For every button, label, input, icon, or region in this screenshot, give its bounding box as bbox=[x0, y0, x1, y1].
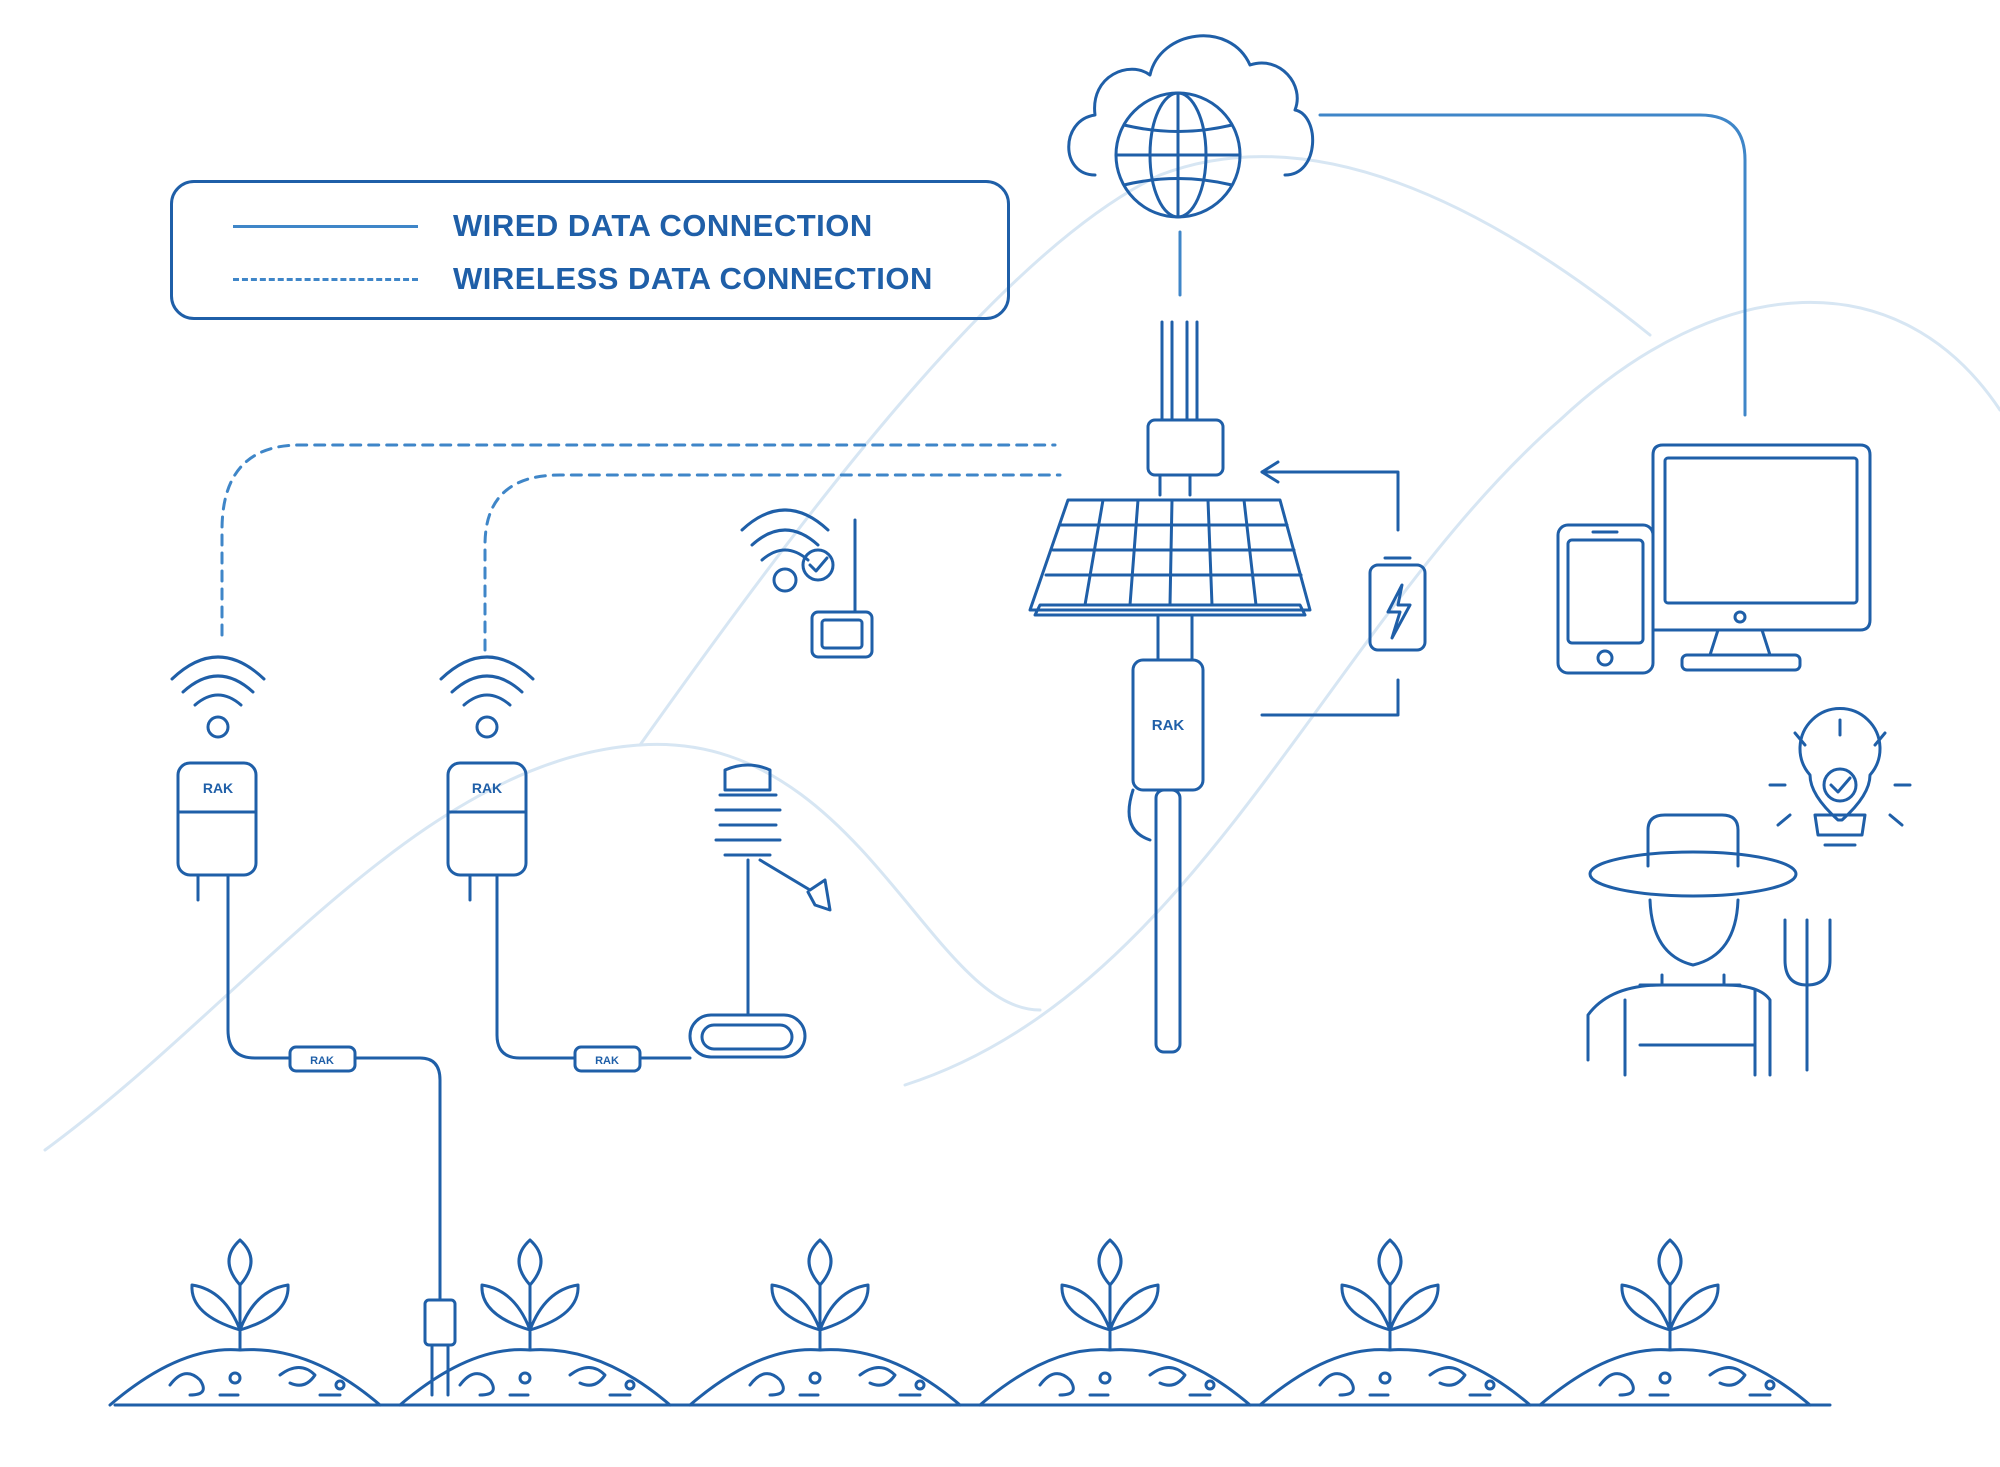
farmer-icon bbox=[1586, 813, 1798, 1077]
connector-2-label: RAK bbox=[595, 1055, 619, 1067]
plant-row bbox=[108, 1238, 1832, 1407]
connector-1-label: RAK bbox=[310, 1055, 334, 1067]
wifi-icon bbox=[170, 655, 266, 739]
gateway-box bbox=[1146, 418, 1225, 477]
wifi-check-icon bbox=[740, 508, 874, 659]
wireless-links bbox=[220, 443, 1062, 652]
wifi-icon bbox=[439, 655, 535, 739]
sensor-node-2: RAK RAK bbox=[439, 655, 832, 1073]
legend-wired-label: WIRED DATA CONNECTION bbox=[453, 208, 873, 243]
plant-icon bbox=[978, 1238, 1252, 1407]
lightbulb-check-icon bbox=[1768, 707, 1912, 847]
tablet-icon bbox=[1556, 523, 1655, 675]
plant-icon bbox=[1538, 1238, 1812, 1407]
plant-icon bbox=[688, 1238, 962, 1407]
sensor-node-1: RAK RAK bbox=[170, 655, 457, 1397]
plant-icon bbox=[1258, 1238, 1532, 1407]
node-1-brand-label: RAK bbox=[203, 780, 233, 796]
cloud-devices-link bbox=[1318, 113, 1747, 417]
legend-wireless-row: WIRELESS DATA CONNECTION bbox=[233, 259, 933, 299]
battery-charging-icon bbox=[1368, 556, 1427, 652]
legend-wired-row: WIRED DATA CONNECTION bbox=[233, 206, 873, 246]
weather-station-icon bbox=[688, 763, 832, 1059]
monitor-icon bbox=[1651, 443, 1872, 672]
legend: WIRED DATA CONNECTION WIRELESS DATA CONN… bbox=[170, 180, 1010, 320]
pitchfork-icon bbox=[1783, 918, 1832, 1072]
background-hills bbox=[43, 155, 2000, 1152]
node-2-brand-label: RAK bbox=[472, 780, 502, 796]
globe-icon bbox=[1114, 91, 1242, 219]
gateway-brand-label: RAK bbox=[1152, 717, 1185, 734]
legend-wireless-swatch bbox=[233, 277, 418, 281]
legend-wired-swatch bbox=[233, 224, 418, 228]
plant-icon bbox=[108, 1238, 382, 1407]
legend-wireless-label: WIRELESS DATA CONNECTION bbox=[453, 261, 933, 296]
cloud-icon bbox=[1067, 34, 1315, 177]
gateway-station: RAK bbox=[1028, 320, 1312, 1054]
solar-panel-icon bbox=[1028, 498, 1312, 617]
plant-icon bbox=[398, 1238, 672, 1407]
power-flow-arrow bbox=[1260, 460, 1400, 717]
gateway-pole bbox=[1154, 788, 1182, 1054]
